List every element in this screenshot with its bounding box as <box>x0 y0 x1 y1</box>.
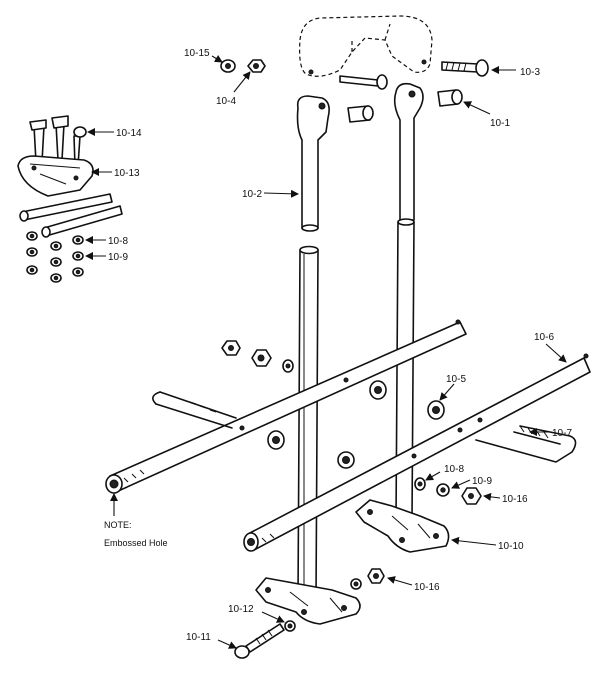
label-10-1: 10-1 <box>490 118 510 129</box>
cross-tube-10-6 <box>243 353 591 552</box>
nut-hex-a <box>221 340 241 356</box>
label-10-4: 10-4 <box>216 96 236 107</box>
inset-clamp-assembly <box>17 115 123 283</box>
label-10-3: 10-3 <box>520 67 540 78</box>
label-10-13: 10-13 <box>114 168 140 179</box>
label-10-14: 10-14 <box>116 128 142 139</box>
nut-10-15 <box>220 59 236 73</box>
lower-post-left <box>297 245 319 601</box>
note-text: Embossed Hole <box>104 538 168 548</box>
washer-10-4 <box>247 59 266 73</box>
spacer-c <box>267 430 285 450</box>
label-10-10: 10-10 <box>498 541 524 552</box>
cross-tube-left <box>105 319 467 494</box>
label-10-5: 10-5 <box>446 374 466 385</box>
bracket-pin <box>339 74 388 90</box>
base-plate-10-10 <box>355 499 450 553</box>
lockwasher-10-9 <box>436 483 450 497</box>
label-10-2: 10-2 <box>242 189 262 200</box>
top-bracket <box>299 15 433 77</box>
callout-labels: 10-15 10-4 10-3 10-1 10-2 10-14 10-13 10… <box>108 48 572 643</box>
nut-10-16-lower <box>367 568 385 584</box>
label-10-9-inset: 10-9 <box>108 252 128 263</box>
label-10-8: 10-8 <box>444 464 464 475</box>
embossed-hole-note: NOTE: Embossed Hole <box>104 493 168 548</box>
label-10-16-upper: 10-16 <box>502 494 528 505</box>
label-10-9: 10-9 <box>472 476 492 487</box>
washer-a <box>282 359 294 373</box>
note-heading: NOTE: <box>104 520 132 530</box>
nut-hex-b <box>251 349 272 367</box>
washer-lower-right-a <box>350 578 362 590</box>
label-10-15: 10-15 <box>184 48 210 59</box>
label-10-7: 10-7 <box>552 428 572 439</box>
spacer-d <box>337 451 355 469</box>
spacer-10-5-a <box>369 380 387 400</box>
label-10-6: 10-6 <box>534 332 554 343</box>
u-bolt-left <box>152 391 237 429</box>
leader-lines <box>85 54 567 649</box>
label-10-16-lower: 10-16 <box>414 582 440 593</box>
label-10-11: 10-11 <box>186 632 211 643</box>
label-10-8-inset: 10-8 <box>108 236 128 247</box>
washer-lower <box>284 620 296 632</box>
base-plate-10-12 <box>255 577 361 625</box>
bushing-10-1-left <box>347 105 374 123</box>
upper-post-right <box>393 82 424 221</box>
bushing-10-1-right <box>437 89 463 107</box>
upper-post-left <box>296 95 330 232</box>
nut-10-16-upper <box>461 487 482 505</box>
washer-10-8 <box>414 477 426 491</box>
bolt-10-3 <box>441 59 489 77</box>
lower-post-right <box>395 218 415 521</box>
bolt-10-11 <box>234 623 285 659</box>
spacer-10-5-b <box>427 400 445 420</box>
label-10-12: 10-12 <box>228 604 254 615</box>
